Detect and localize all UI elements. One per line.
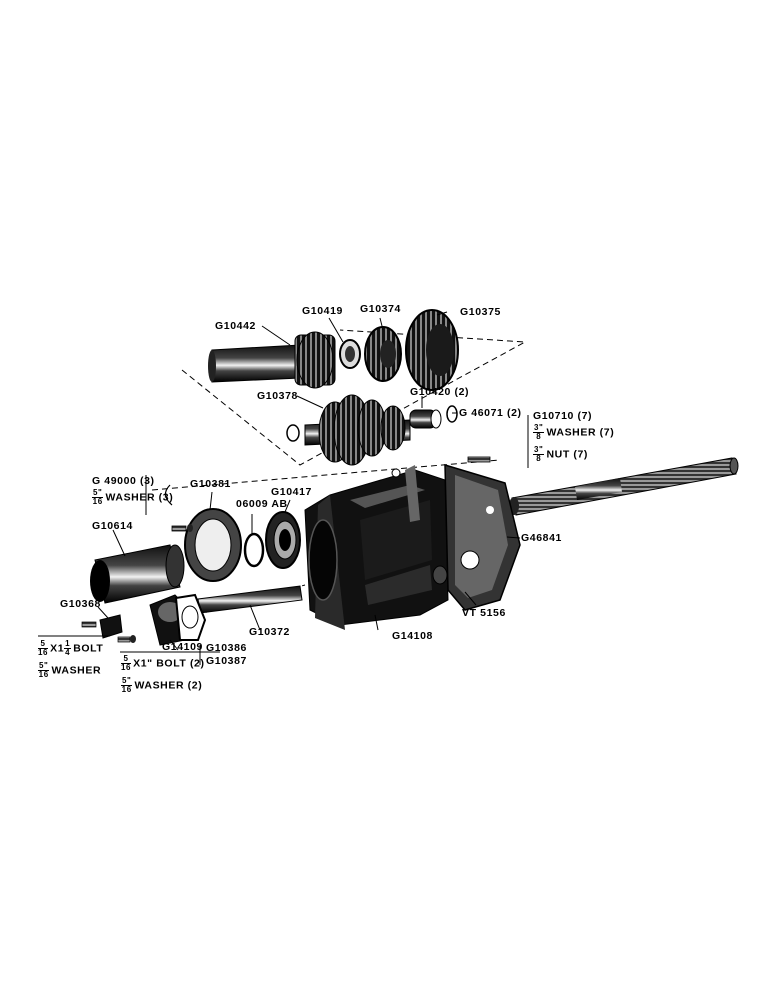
needle-bearing-g10419 [339, 339, 361, 369]
bearing-g10420 [409, 409, 442, 429]
label-g10372: G10372 [249, 626, 290, 638]
transmission-case-g14108 [304, 465, 449, 630]
fraction-three-eighths: 3"8 [533, 423, 545, 441]
label-g10386: G10386 [206, 642, 247, 654]
output-shaft [509, 457, 739, 516]
label-g10417: G10417 [271, 486, 312, 498]
label-g10375: G10375 [460, 306, 501, 318]
label-g46071: G 46071 (2) [459, 407, 522, 419]
label-g10378: G10378 [257, 390, 298, 402]
bolt-g49000 [164, 484, 193, 532]
fraction-three-eighths-nut: 3"8 [533, 445, 545, 463]
label-g10387: G10387 [206, 655, 247, 667]
gear-g10375 [405, 309, 459, 391]
gear-g10374 [364, 326, 402, 382]
label-g14109: G14109 [162, 641, 203, 653]
label-g14108: G14108 [392, 630, 433, 642]
label-vt5156: VT 5156 [462, 607, 506, 619]
fraction-five-sixteenths-washer: 5"16 [38, 661, 50, 679]
bearing-retainer-g10381 [184, 508, 242, 582]
sleeve-g10614 [90, 544, 185, 604]
fraction-five-sixteenths: 5"16 [92, 488, 104, 506]
label-g10374: G10374 [360, 303, 401, 315]
label-g10614: G10614 [92, 520, 133, 532]
snap-ring-06009ab [243, 532, 265, 568]
cover-g14109 [149, 593, 207, 646]
gasket-g46841 [444, 463, 521, 611]
label-g10419: G10419 [302, 305, 343, 317]
shaft-g10372 [197, 585, 303, 614]
plate-g10368 [81, 614, 136, 643]
mainshaft-g10442 [208, 331, 336, 389]
countershaft-gear-g10378 [286, 394, 411, 466]
label-g10420: G10420 (2) [410, 386, 470, 398]
label-g10710: G10710 (7) [533, 410, 593, 422]
leader-lines [38, 311, 529, 665]
stud-g10710 [467, 456, 491, 463]
label-g46841: G46841 [521, 532, 562, 544]
label-g10442: G10442 [215, 320, 256, 332]
label-g49000: G 49000 (3) [92, 475, 155, 487]
label-06009ab: 06009 AB [236, 498, 288, 510]
fraction-five-sixteenths-washer2: 5"16 [121, 676, 133, 694]
bearing-g10417 [265, 511, 301, 569]
washer-g46071 [446, 405, 458, 423]
label-g10368: G10368 [60, 598, 101, 610]
label-g10381: G10381 [190, 478, 231, 490]
